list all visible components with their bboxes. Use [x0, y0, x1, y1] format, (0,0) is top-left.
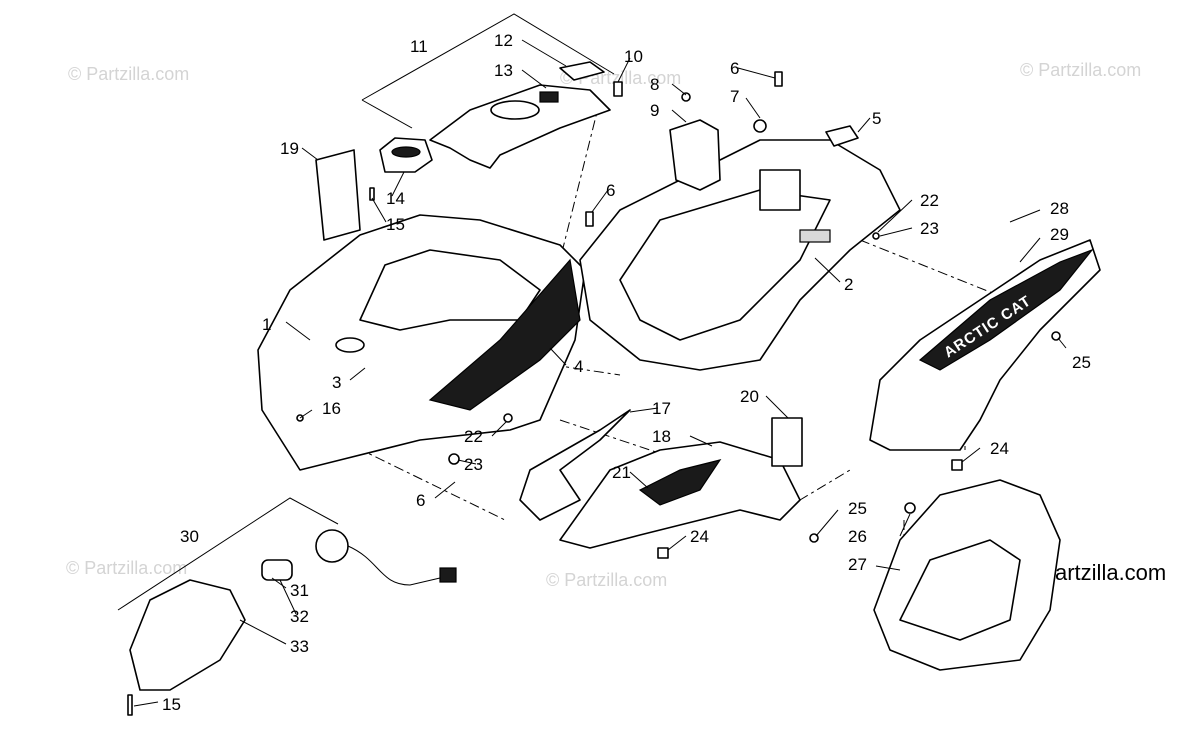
clip-24 [951, 459, 963, 471]
nut-8 [681, 92, 691, 102]
strip-5 [825, 125, 859, 147]
rear-storage [759, 169, 801, 211]
callout-27: 27 [848, 555, 867, 574]
decal-20 [771, 417, 803, 467]
fuel-opening [490, 100, 540, 120]
callout-16: 16 [322, 399, 341, 418]
callout-labels: 1 2 3 4 5 6 6 6 7 8 9 10 11 12 13 14 15 … [162, 31, 1091, 714]
connector [439, 567, 457, 583]
side-decal-4 [428, 258, 581, 411]
callout-6: 6 [416, 491, 425, 510]
decal-12 [559, 61, 605, 81]
bolt-6 [774, 71, 783, 87]
screw-26 [904, 502, 916, 514]
callout-29: 29 [1050, 225, 1069, 244]
headlight-33 [129, 579, 246, 691]
side-decal-29 [918, 248, 1094, 371]
nut-7 [753, 119, 767, 133]
panel-decal-21 [638, 459, 722, 506]
callout-24: 24 [990, 439, 1009, 458]
callout-26: 26 [848, 527, 867, 546]
bolt-6 [585, 211, 594, 227]
decal-19 [315, 149, 361, 241]
callout-18: 18 [652, 427, 671, 446]
clip-22 [503, 413, 513, 423]
assembly-11-bracket [361, 99, 413, 129]
bracket-9 [669, 119, 721, 191]
bezel-gauge [391, 146, 421, 158]
callout-8: 8 [650, 75, 659, 94]
callout-9: 9 [650, 101, 659, 120]
watermark: © Partzilla.com [68, 64, 189, 84]
watermark: © Partzilla.com [1020, 60, 1141, 80]
cover-decal [539, 91, 559, 103]
leader-lines [133, 39, 1067, 707]
callout-33: 33 [290, 637, 309, 656]
callout-22: 22 [920, 191, 939, 210]
alignment-line [859, 239, 1011, 301]
callout-3: 3 [332, 373, 341, 392]
callout-20: 20 [740, 387, 759, 406]
assembly-11-bracket [361, 13, 615, 101]
clip-22 [872, 232, 880, 240]
callout-23: 23 [920, 219, 939, 238]
callout-6: 6 [730, 59, 739, 78]
rear-well [619, 189, 831, 341]
trim-17 [519, 409, 631, 521]
tank-cover-13 [429, 84, 611, 169]
callout-10: 10 [624, 47, 643, 66]
callout-25: 25 [1072, 353, 1091, 372]
callout-25: 25 [848, 499, 867, 518]
callout-11: 11 [410, 37, 428, 56]
screw-15 [127, 694, 133, 716]
callout-24: 24 [690, 527, 709, 546]
hood-opening [359, 249, 541, 331]
callout-31: 31 [290, 581, 309, 600]
callout-6: 6 [606, 181, 615, 200]
callout-15: 15 [386, 215, 405, 234]
callout-7: 7 [730, 87, 739, 106]
callout-12: 12 [494, 31, 513, 50]
bulb-32 [261, 559, 293, 581]
watermark: © Partzilla.com [546, 570, 667, 590]
screw-15 [369, 187, 375, 201]
callout-14: 14 [386, 189, 405, 208]
callout-30: 30 [180, 527, 199, 546]
wire-harness [347, 545, 441, 586]
footwell-floor [899, 539, 1021, 641]
socket-31 [315, 529, 349, 563]
clip-24 [657, 547, 669, 559]
assembly-30-bracket [117, 497, 339, 611]
callout-2: 2 [844, 275, 853, 294]
callout-15: 15 [162, 695, 181, 714]
callout-4: 4 [574, 357, 583, 376]
alignment-line [559, 99, 601, 261]
watermark: © Partzilla.com [66, 558, 187, 578]
callout-23: 23 [464, 455, 483, 474]
callout-28: 28 [1050, 199, 1069, 218]
alignment-line [299, 419, 506, 521]
callout-17: 17 [652, 399, 671, 418]
callout-1: 1 [262, 315, 271, 334]
bolt-23 [448, 453, 460, 465]
emblem-3 [335, 337, 365, 353]
callout-22: 22 [464, 427, 483, 446]
callout-19: 19 [280, 139, 299, 158]
screw-10 [613, 81, 623, 97]
rear-label [799, 229, 831, 243]
callout-13: 13 [494, 61, 513, 80]
callout-32: 32 [290, 607, 309, 626]
callout-21: 21 [612, 463, 631, 482]
callout-5: 5 [872, 109, 881, 128]
